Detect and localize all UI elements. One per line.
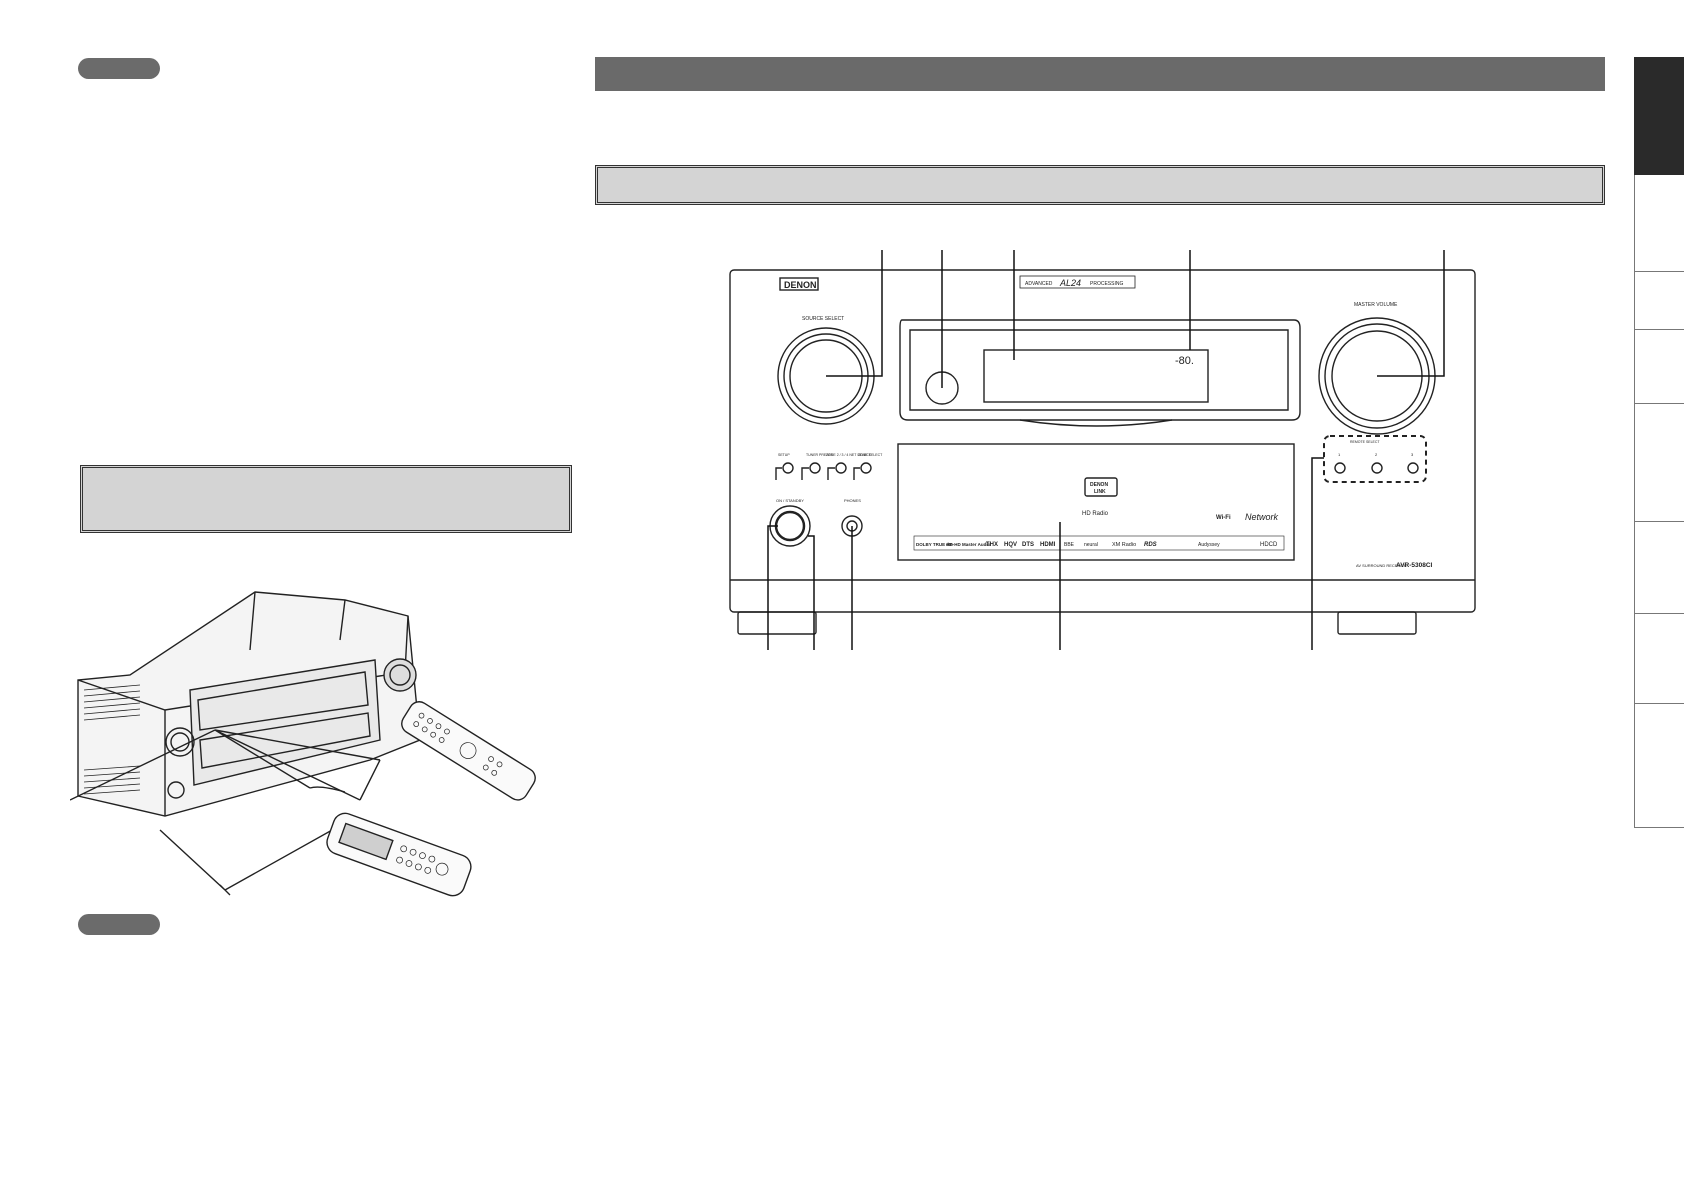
phones-label: PHONES <box>844 498 861 503</box>
side-tab-2[interactable] <box>1634 175 1684 272</box>
source-select-label: SOURCE SELECT <box>802 316 844 322</box>
logo-1: dts-HD Master Audio <box>946 542 991 547</box>
callout-line-source-select <box>826 250 883 377</box>
remote-select-2: 2 <box>1375 452 1378 457</box>
button-label-setup: SETUP <box>778 453 790 457</box>
callout-line-remote-select <box>1311 457 1324 650</box>
button-label-zone-net-select: ZONE 2 / 3 / 4 NET SELECT <box>826 453 872 457</box>
logo-5: HDMI <box>1040 542 1056 548</box>
side-tab-7[interactable] <box>1634 614 1684 704</box>
side-tab-8[interactable] <box>1634 704 1684 828</box>
model-caption: AV SURROUND RECEIVER <box>1356 563 1407 568</box>
power-label: ON / STANDBY <box>776 498 804 503</box>
logo-10: Audyssey <box>1198 542 1220 548</box>
remote-range-illustration <box>70 591 536 897</box>
logo-4: DTS <box>1022 542 1034 548</box>
hd-radio-logo: HD Radio <box>1082 511 1109 517</box>
badge-line3: PROCESSING <box>1090 281 1123 287</box>
note-pill-top <box>78 58 160 79</box>
remote-select-label: REMOTE SELECT <box>1350 440 1380 444</box>
logo-8: XM Radio <box>1112 542 1136 548</box>
logo-7: neural <box>1084 542 1098 548</box>
callout-line-power-indicator <box>808 535 815 650</box>
badge-line2: AL24 <box>1059 278 1081 288</box>
logo-11: HDCD <box>1260 542 1278 548</box>
badge-line1: ADVANCED <box>1025 281 1053 287</box>
button-label-tuner-preset: TUNER PRESET <box>806 453 834 457</box>
side-tab-6[interactable] <box>1634 522 1684 614</box>
section-title-bar <box>595 57 1605 91</box>
note-pill-bottom <box>78 914 160 935</box>
display-value: -80. <box>1175 355 1194 367</box>
logo-3: HQV <box>1004 542 1017 548</box>
side-tab-5[interactable] <box>1634 404 1684 522</box>
model-number: AVR-5308CI <box>1396 562 1433 569</box>
logo-9: RDS <box>1144 542 1157 548</box>
section-heading-left <box>80 465 572 533</box>
remote-select-1: 1 <box>1338 452 1341 457</box>
logo-0: DOLBY TRUE HD <box>916 542 954 547</box>
brand-text: DENON <box>784 280 817 290</box>
logo-2: THX <box>986 542 998 548</box>
wifi-logo: Wi-Fi <box>1216 515 1231 521</box>
callout-line-power <box>767 525 778 650</box>
denon-link-line2: LINK <box>1094 489 1106 495</box>
button-label-zone-select: ZONE SELECT <box>858 453 883 457</box>
side-tab-4[interactable] <box>1634 330 1684 404</box>
side-tab-active[interactable] <box>1634 57 1684 175</box>
side-tab-3[interactable] <box>1634 272 1684 330</box>
network-logo: Network <box>1245 512 1279 522</box>
logo-6: BBE <box>1064 542 1075 548</box>
denon-link-line1: DENON <box>1090 482 1108 488</box>
remote-select-3: 3 <box>1411 452 1414 457</box>
subsection-heading <box>595 165 1605 205</box>
master-volume-label: MASTER VOLUME <box>1354 302 1398 308</box>
front-panel-diagram: DENON ADVANCED AL24 PROCESSING SOURCE SE… <box>729 250 1476 650</box>
callout-line-master-volume <box>1377 250 1445 377</box>
